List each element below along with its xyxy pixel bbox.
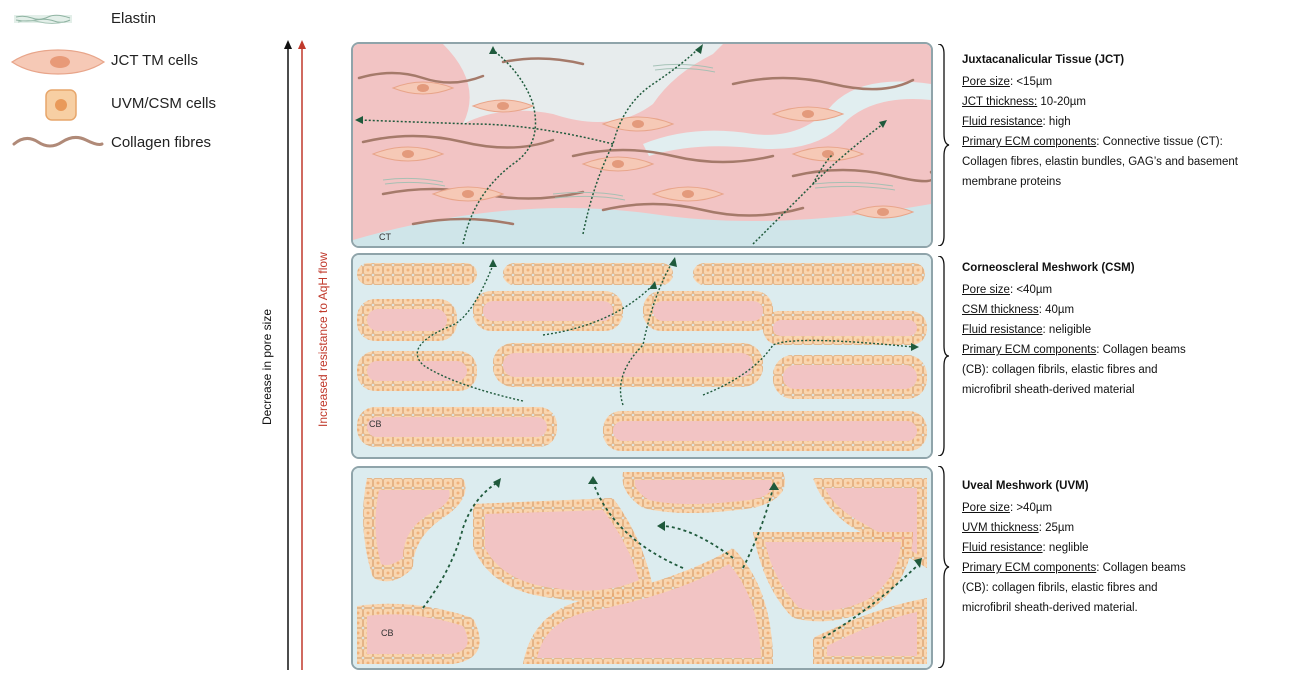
csm-cb-tag: CB <box>369 419 382 429</box>
resistance-label: Increased resistance to AqH flow <box>316 267 330 427</box>
uvm-fluid-resistance: Fluid resistance: neglible <box>962 538 1302 558</box>
csm-ecm-line3: microfibril sheath-derived material <box>962 380 1302 400</box>
legend-label-elastin: Elastin <box>111 10 156 27</box>
pore-size-arrowhead <box>284 40 292 49</box>
uvm-panel: CB <box>351 466 933 670</box>
csm-ecm-line2: (CB): collagen fibrils, elastic fibres a… <box>962 360 1302 380</box>
csm-title: Corneoscleral Meshwork (CSM) <box>962 258 1302 278</box>
csm-panel: CB <box>351 253 933 459</box>
axis-arrows <box>280 40 310 672</box>
jct-thickness: JCT thickness: 10-20µm <box>962 92 1302 112</box>
resistance-arrowhead <box>298 40 306 49</box>
uvm-thickness: UVM thickness: 25µm <box>962 518 1302 538</box>
jct-fluid-resistance: Fluid resistance: high <box>962 112 1302 132</box>
legend-label-uvm-cells: UVM/CSM cells <box>111 95 216 112</box>
ct-tag: CT <box>379 232 391 242</box>
collagen-icon <box>12 132 104 150</box>
uvm-title: Uveal Meshwork (UVM) <box>962 476 1302 496</box>
csm-thickness: CSM thickness: 40µm <box>962 300 1302 320</box>
legend: Elastin JCT TM cells UVM/CSM cells Colla… <box>0 0 240 160</box>
legend-label-collagen: Collagen fibres <box>111 134 211 151</box>
csm-pore-size: Pore size: <40µm <box>962 280 1302 300</box>
jct-title: Juxtacanalicular Tissue (JCT) <box>962 50 1302 70</box>
jct-ecm: Primary ECM components: Connective tissu… <box>962 132 1302 152</box>
csm-brace <box>936 256 950 456</box>
jct-pore-size: Pore size: <15µm <box>962 72 1302 92</box>
jct-info: Juxtacanalicular Tissue (JCT) Pore size:… <box>962 50 1302 192</box>
csm-ecm: Primary ECM components: Collagen beams <box>962 340 1302 360</box>
uvm-info: Uveal Meshwork (UVM) Pore size: >40µm UV… <box>962 476 1302 618</box>
uvm-ecm-line3: microfibril sheath-derived material. <box>962 598 1302 618</box>
uvm-cell-icon <box>44 88 78 122</box>
jct-brace <box>936 44 950 246</box>
uvm-pore-size: Pore size: >40µm <box>962 498 1302 518</box>
uvm-cb-tag: CB <box>381 628 394 638</box>
csm-info: Corneoscleral Meshwork (CSM) Pore size: … <box>962 258 1302 400</box>
legend-label-jct-cells: JCT TM cells <box>111 52 198 69</box>
uvm-brace <box>936 466 950 668</box>
pore-size-label: Decrease in pore size <box>260 307 274 427</box>
jct-cell-icon <box>10 46 106 78</box>
jct-ecm-line2: Collagen fibres, elastin bundles, GAG’s … <box>962 152 1302 172</box>
uvm-ecm: Primary ECM components: Collagen beams <box>962 558 1302 578</box>
elastin-icon <box>14 12 72 26</box>
jct-ecm-line3: membrane proteins <box>962 172 1302 192</box>
uvm-ecm-line2: (CB): collagen fibrils, elastic fibres a… <box>962 578 1302 598</box>
jct-panel: CT <box>351 42 933 248</box>
csm-fluid-resistance: Fluid resistance: neligible <box>962 320 1302 340</box>
